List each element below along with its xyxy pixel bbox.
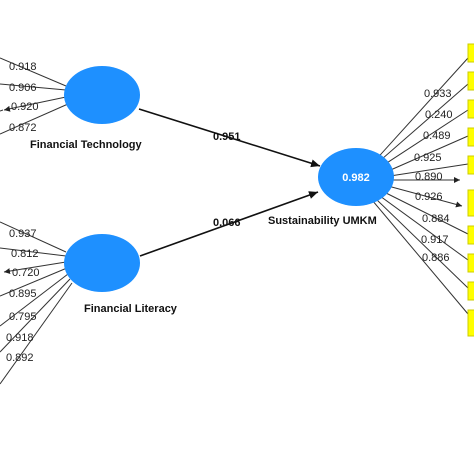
literacy-loading-5: 0.795 [9,311,37,323]
r-squared-value: 0.982 [342,172,370,184]
literacy-line-5 [0,273,69,327]
literacy-line-1 [0,221,67,253]
literacy-loading-3: 0.720 [12,267,40,279]
fintech-loading-1: 0.918 [9,61,37,73]
fintech-loading-3: 0.920 [11,101,39,113]
sustain-loading-1: 0.933 [424,88,452,100]
label-financial-technology: Financial Technology [30,139,143,151]
sustain-loading-9: 0.886 [422,252,450,264]
indicator-box-5 [467,155,474,175]
sustain-line-3 [375,109,469,171]
sustain-line-7 [387,185,463,208]
literacy-line-7 [0,282,73,385]
sustain-loading-3: 0.489 [423,130,451,142]
sustain-line-5 [389,163,469,177]
path-fintech-to-sustainability [138,108,321,168]
label-sustainability-umkm: Sustainability UMKM [268,215,377,227]
indicator-box-3 [467,99,474,119]
indicator-box-10 [467,309,474,337]
sustain-loading-5: 0.890 [415,171,443,183]
sustain-loading-7: 0.884 [422,213,450,225]
fintech-line-2 [0,83,67,91]
fintech-loadings: 0.918 0.906 0.920 0.872 [9,61,39,134]
fintech-indicator-lines [0,57,69,135]
indicator-box-4 [467,127,474,147]
sustain-line-10 [375,198,469,289]
indicator-box-9 [467,281,474,301]
indicator-box-1 [467,43,474,63]
literacy-loading-4: 0.895 [9,288,37,300]
literacy-line-2 [0,247,67,257]
sustain-line-1 [371,57,469,165]
indicator-box-2 [467,71,474,91]
fintech-line-4 [0,103,69,135]
literacy-line-6 [0,278,71,353]
sustain-loading-6: 0.926 [415,191,443,203]
literacy-loading-2: 0.812 [11,248,39,260]
literacy-indicator-lines [0,221,73,385]
sustain-loading-2: 0.240 [425,109,453,121]
sustain-line-11 [371,199,469,315]
fintech-loading-4: 0.872 [9,122,37,134]
indicator-box-8 [467,253,474,273]
sustain-line-8 [383,191,469,235]
literacy-line-4 [0,267,68,297]
construct-financial-technology[interactable] [64,66,140,124]
literacy-line-3 [3,261,67,275]
sustain-loading-4: 0.925 [414,152,442,164]
label-financial-literacy: Financial Literacy [84,303,178,315]
construct-financial-literacy[interactable] [64,234,140,292]
path-coefficient-literacy: 0.066 [213,217,241,229]
sustain-line-4 [385,135,469,173]
literacy-loadings: 0.937 0.812 0.720 0.895 0.795 0.918 0.89… [6,228,40,364]
path-literacy-to-sustainability [139,191,319,257]
construct-sustainability-umkm[interactable] [318,148,394,206]
indicator-box-7 [467,225,474,245]
fintech-loading-2: 0.906 [9,82,37,94]
sustain-loading-8: 0.917 [421,234,449,246]
indicator-box-6 [467,189,474,217]
sustain-line-2 [373,83,469,167]
fintech-line-1 [0,57,67,87]
literacy-loading-7: 0.892 [6,352,34,364]
fintech-line-3 [3,96,67,112]
sustainability-loadings: 0.933 0.240 0.489 0.925 0.890 0.926 0.88… [414,88,453,264]
sustainability-indicator-boxes [467,43,474,337]
literacy-loading-1: 0.937 [9,228,37,240]
sustainability-indicator-lines [371,57,469,315]
path-coefficient-fintech: 0.951 [213,131,241,143]
literacy-loading-6: 0.918 [6,332,34,344]
sustain-line-9 [379,195,469,261]
